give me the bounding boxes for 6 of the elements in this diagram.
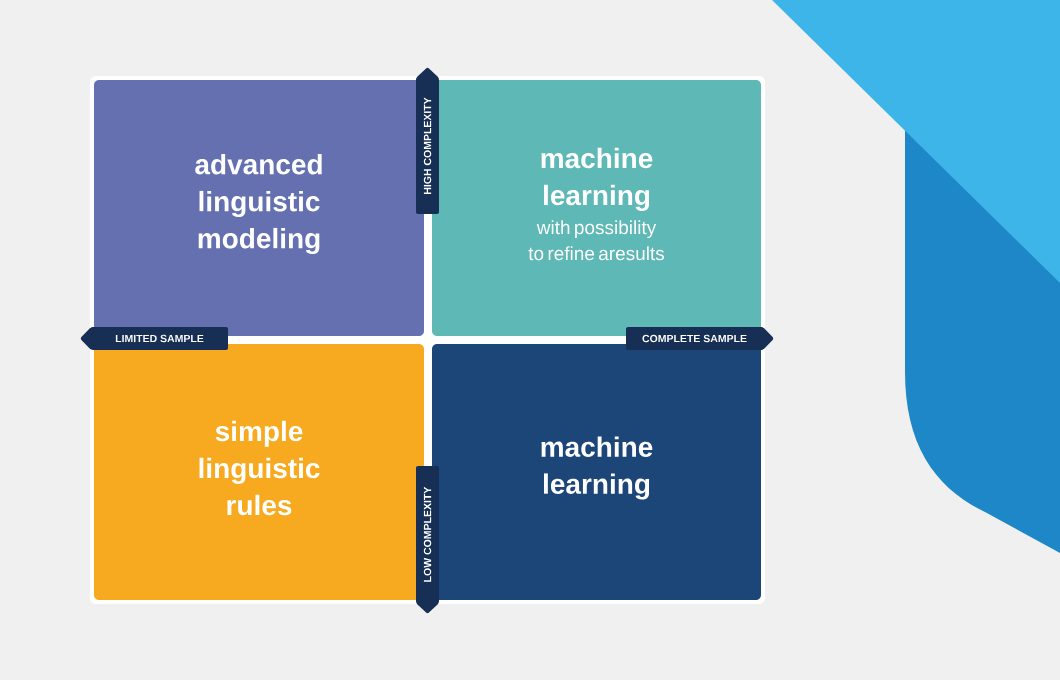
axis-tag: LOW COMPLEXITY [416,466,439,614]
axis-tag: HIGH COMPLEXITY [416,67,439,214]
axis-tag: COMPLETE SAMPLE [626,327,774,350]
axis-tag: LIMITED SAMPLE [80,327,228,350]
quadrant-box: simple linguistic rules [94,344,424,600]
quadrant-box: machine learning [432,344,761,600]
